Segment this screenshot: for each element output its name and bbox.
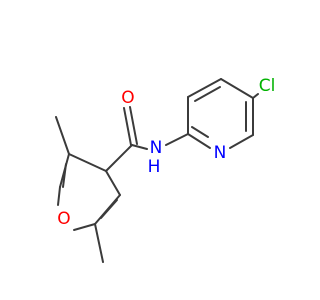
bond-c2-c1-inner (100, 199, 118, 219)
bond-methyl-top (55, 116, 70, 155)
atom-chlorine: Cl (259, 76, 276, 96)
bond-py-n-c2 (187, 133, 211, 149)
molecule-diagram: O O N H N Cl (55, 76, 276, 263)
bond-carbonyl-n (131, 144, 148, 150)
bond-carbonyl-o-2 (129, 106, 138, 145)
bond-c4-c3-inner (62, 163, 67, 188)
atom-nitrogen-pyridine: N (214, 143, 227, 163)
atom-oxygen-ring: O (57, 209, 70, 229)
bond-py-c4-c5 (220, 78, 254, 99)
bond-py-c3-c4 (187, 78, 222, 98)
bond-o-c2 (73, 223, 96, 231)
molecule-structure: O O N H N Cl (55, 76, 276, 263)
atom-nitrogen-amide: N (150, 138, 163, 158)
bond-py-c6-n (229, 134, 254, 149)
bond-group (55, 78, 259, 263)
bond-carbonyl-o-1 (123, 107, 132, 146)
bond-c5-c4 (68, 153, 107, 172)
atom-oxygen-carbonyl: O (121, 88, 134, 108)
bond-c5-cl (252, 93, 259, 99)
bond-c3-o-left (57, 186, 61, 206)
bond-c1-c5 (105, 170, 121, 196)
bond-py-inner-3 (191, 126, 209, 138)
bond-c5-carbonyl (105, 144, 133, 172)
atom-hydrogen-amide: H (148, 157, 161, 177)
bond-n-pyridine (165, 133, 189, 146)
bond-py-inner-1 (194, 86, 221, 102)
bond-methyl-bottom (94, 223, 104, 263)
